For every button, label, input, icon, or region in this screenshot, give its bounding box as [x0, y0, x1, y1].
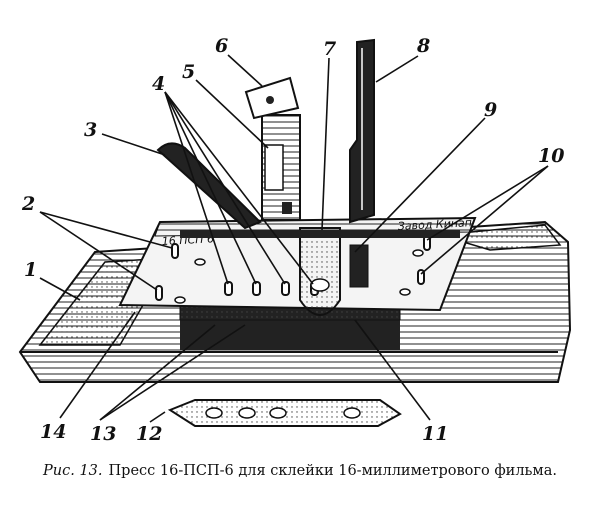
- plate-holes: [174, 249, 424, 304]
- callout-11: 11: [422, 423, 448, 445]
- callout-7: 7: [323, 38, 336, 60]
- figure-caption: Рис. 13. Пресс 16-ПСП-6 для склейки 16-ми…: [20, 462, 580, 481]
- callout-13: 13: [90, 423, 116, 445]
- upright-clamp: [244, 76, 301, 221]
- callout-8: 8: [416, 35, 430, 57]
- callout-4: 4: [152, 73, 165, 95]
- film-rail: [180, 230, 460, 238]
- detached-strip: [167, 399, 402, 427]
- callout-9: 9: [484, 99, 497, 121]
- callout-12: 12: [136, 423, 162, 445]
- callout-1: 1: [24, 259, 37, 281]
- callout-2: 2: [21, 193, 35, 215]
- callout-labels: 1 2 3 4 5 6 7 8 9 10 11 12 13 14: [21, 35, 564, 445]
- callout-14: 14: [40, 421, 66, 443]
- callout-6: 6: [215, 35, 228, 57]
- cutting-blade: [349, 38, 375, 224]
- figure-number: Рис. 13.: [43, 463, 103, 479]
- caption-text: Пресс 16-ПСП-6 для склейки 16-миллиметро…: [108, 463, 557, 479]
- callout-3: 3: [84, 119, 97, 141]
- callout-5: 5: [182, 61, 195, 83]
- leader-lines: [39, 54, 549, 423]
- callout-10: 10: [538, 145, 564, 167]
- plate-maker-marking: Завод Кинап: [397, 216, 472, 233]
- film-slot: [349, 244, 369, 288]
- scraper-pad: [299, 227, 341, 316]
